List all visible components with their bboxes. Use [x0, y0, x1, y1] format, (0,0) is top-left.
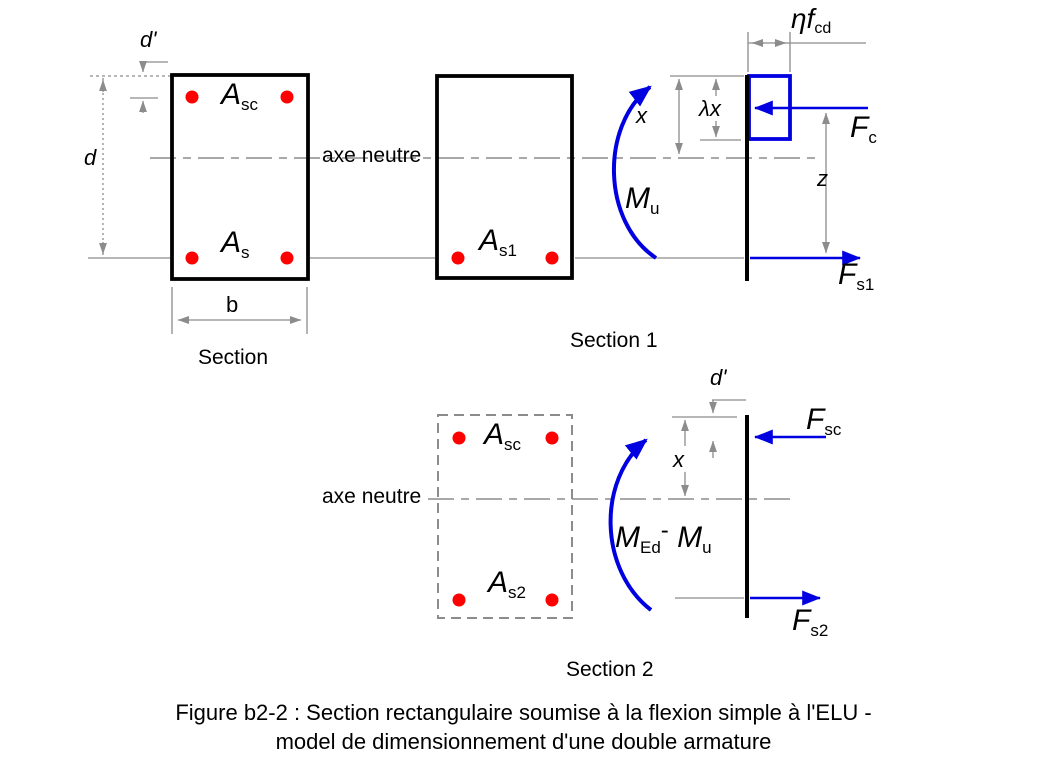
- section1-title: Section 1: [570, 329, 658, 352]
- section-rebars: [185, 90, 294, 265]
- fs1-label: Fs1: [838, 258, 875, 294]
- asc-label-top: Asc: [221, 78, 259, 114]
- section1-force-arrows: [750, 100, 868, 266]
- z-label: z: [817, 166, 828, 191]
- section1-outline: [435, 74, 574, 280]
- axe-neutre-label-bottom: axe neutre: [322, 485, 422, 508]
- section2-title: Section 2: [566, 658, 654, 681]
- section-dimension-lines: [88, 60, 744, 334]
- moment-mu-arrow: [611, 85, 658, 260]
- d-prime-label-bottom: d': [710, 365, 727, 390]
- b-label: b: [226, 292, 239, 317]
- section2-rebars: [452, 431, 559, 607]
- figure-caption-line1: Figure b2-2 : Section rectangulaire soum…: [175, 700, 872, 725]
- section2-outline: [437, 414, 573, 619]
- lambda-x-label: λx: [699, 96, 721, 121]
- section2-dimension-lines: [672, 399, 746, 599]
- d-label: d: [84, 145, 97, 170]
- figure-caption-line2: model de dimensionnement d'une double ar…: [275, 729, 772, 754]
- as-label: As: [221, 226, 250, 262]
- section1-dimension-lines: [670, 32, 866, 254]
- d-prime-label-top: d': [140, 27, 157, 52]
- section2-force-arrows: [750, 429, 826, 606]
- x-label-bottom: x: [673, 447, 684, 472]
- fc-label: Fc: [850, 111, 877, 147]
- as1-label: As1: [479, 224, 517, 260]
- fsc-label: Fsc: [806, 403, 842, 439]
- section1-rebars: [451, 251, 559, 265]
- med-mu-label: MEd- Mu: [615, 517, 712, 557]
- as2-label: As2: [488, 566, 526, 602]
- section-outline: [170, 73, 310, 281]
- moment-med-mu-arrow: [608, 438, 653, 612]
- fs2-label: Fs2: [792, 604, 829, 640]
- section-title: Section: [198, 346, 269, 369]
- x-label-top: x: [636, 103, 647, 128]
- mu-label: Mu: [625, 182, 660, 218]
- asc-label-bottom: Asc: [484, 418, 522, 454]
- eta-fcd-label: ηfcd: [791, 3, 832, 37]
- axe-neutre-label-top: axe neutre: [322, 144, 422, 167]
